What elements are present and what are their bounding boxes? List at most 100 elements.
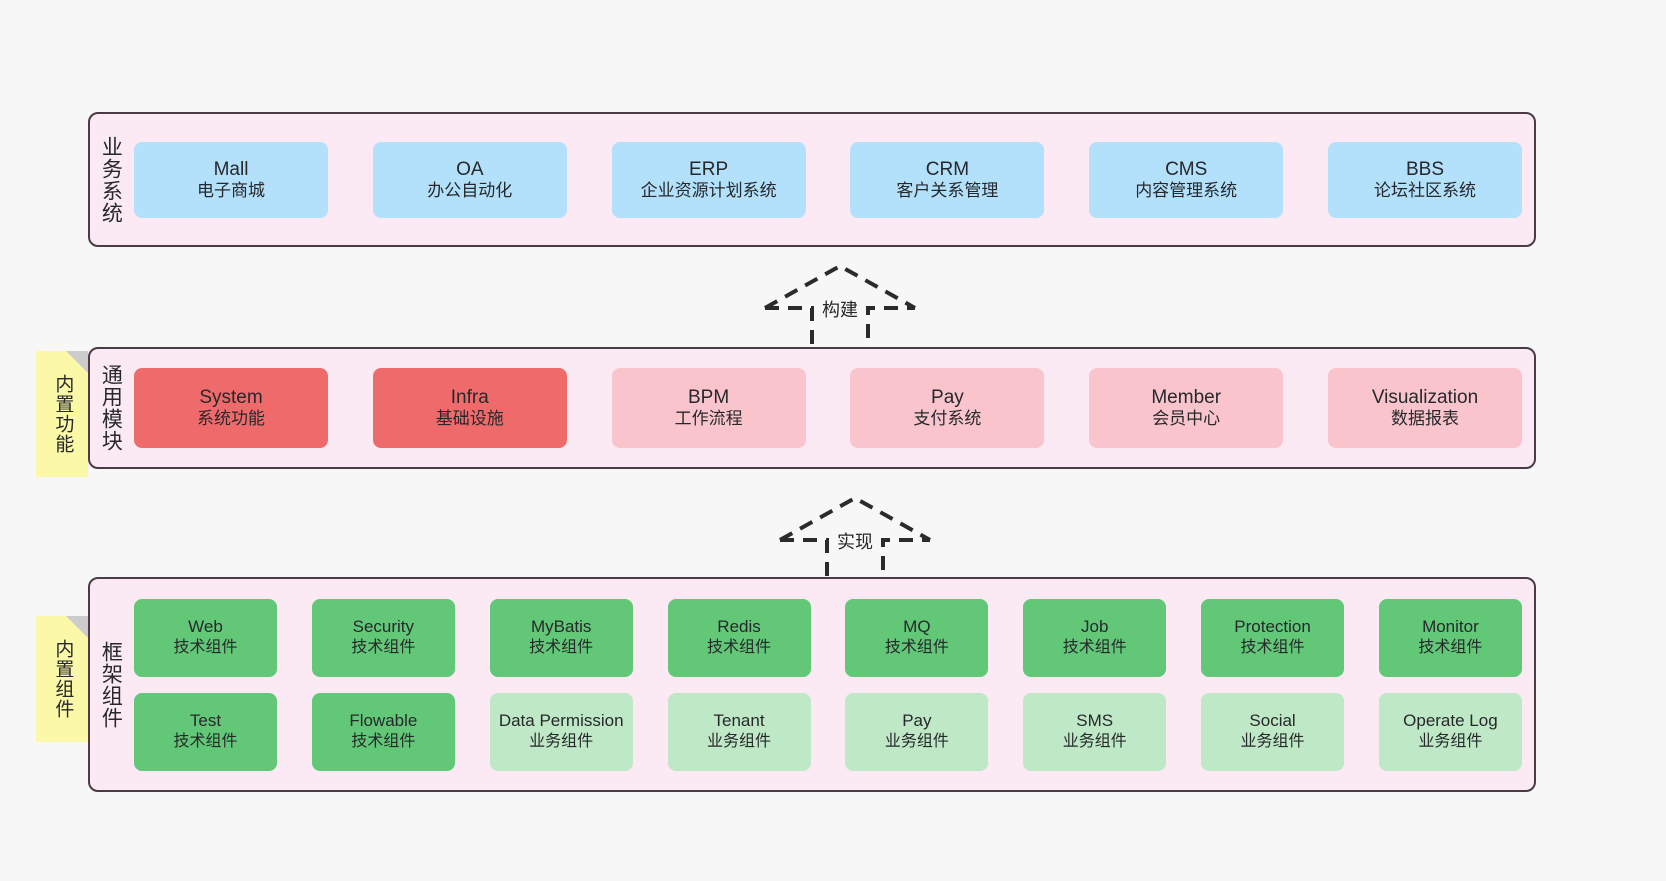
- node-subtitle: 技术组件: [884, 639, 949, 657]
- node-title: Monitor: [1422, 617, 1479, 637]
- node-operate-log[interactable]: Operate Log 业务组件: [1378, 692, 1522, 771]
- node-sms[interactable]: SMS 业务组件: [1023, 692, 1167, 771]
- node-visualization[interactable]: Visualization 数据报表: [1327, 368, 1522, 448]
- dashed-up-arrow-icon: [779, 495, 931, 586]
- node-subtitle: 业务组件: [1418, 733, 1483, 751]
- node-data-permission[interactable]: Data Permission 业务组件: [489, 692, 633, 771]
- layer-label-framework-components: 框架组件: [99, 640, 123, 729]
- node-title: Operate Log: [1403, 711, 1498, 731]
- node-title: MQ: [903, 617, 931, 637]
- node-row: Mall 电子商城 OA 办公自动化 ERP 企业资源计划系统 CRM 客户关系…: [134, 141, 1522, 218]
- layer-business-systems: 业务系统 Mall 电子商城 OA 办公自动化 ERP 企业资源计划系统 CRM…: [88, 112, 1536, 247]
- node-subtitle: 数据报表: [1390, 409, 1459, 429]
- sticky-note-label: 内置组件: [52, 639, 74, 719]
- layer-body-business-systems: Mall 电子商城 OA 办公自动化 ERP 企业资源计划系统 CRM 客户关系…: [130, 114, 1534, 245]
- node-subtitle: 业务组件: [884, 733, 949, 751]
- node-cms[interactable]: CMS 内容管理系统: [1089, 141, 1284, 218]
- node-subtitle: 系统功能: [197, 409, 265, 429]
- node-system[interactable]: System 系统功能: [134, 368, 328, 448]
- node-subtitle: 办公自动化: [427, 180, 513, 200]
- node-tenant[interactable]: Tenant 业务组件: [667, 692, 811, 771]
- node-oa[interactable]: OA 办公自动化: [372, 141, 567, 218]
- node-title: MyBatis: [530, 617, 592, 637]
- layer-framework-components: 框架组件 Web 技术组件 Security 技术组件 MyBatis 技术组件…: [88, 577, 1536, 792]
- page-fold-corner-icon: [66, 616, 88, 638]
- connector-build: 构建: [755, 258, 925, 354]
- node-title: Tenant: [713, 711, 765, 731]
- node-flowable[interactable]: Flowable 技术组件: [311, 692, 455, 771]
- node-subtitle: 技术组件: [707, 639, 772, 657]
- node-row: Test 技术组件 Flowable 技术组件 Data Permission …: [134, 692, 1522, 771]
- node-mall[interactable]: Mall 电子商城: [134, 141, 328, 218]
- node-row: System 系统功能 Infra 基础设施 BPM 工作流程 Pay 支付系统…: [134, 368, 1522, 448]
- layer-body-framework-components: Web 技术组件 Security 技术组件 MyBatis 技术组件 Redi…: [130, 579, 1534, 790]
- node-subtitle: 企业资源计划系统: [640, 180, 777, 200]
- node-job[interactable]: Job 技术组件: [1023, 598, 1167, 677]
- node-bbs[interactable]: BBS 论坛社区系统: [1327, 141, 1522, 218]
- node-title: Pay: [902, 711, 932, 731]
- node-title: CMS: [1165, 158, 1208, 180]
- node-web[interactable]: Web 技术组件: [134, 598, 277, 677]
- node-subtitle: 技术组件: [1062, 639, 1127, 657]
- node-mq[interactable]: MQ 技术组件: [845, 598, 989, 677]
- node-title: ERP: [689, 158, 729, 180]
- node-title: OA: [456, 158, 484, 180]
- node-protection[interactable]: Protection 技术组件: [1201, 598, 1345, 677]
- node-subtitle: 支付系统: [913, 409, 982, 429]
- layer-label-common-modules: 通用模块: [99, 364, 123, 452]
- node-subtitle: 基础设施: [435, 409, 504, 429]
- layer-common-modules: 通用模块 System 系统功能 Infra 基础设施 BPM 工作流程 Pay…: [88, 347, 1536, 469]
- node-subtitle: 电子商城: [197, 180, 265, 200]
- node-mybatis[interactable]: MyBatis 技术组件: [489, 598, 633, 677]
- node-subtitle: 客户关系管理: [896, 180, 999, 200]
- node-title: Test: [189, 711, 222, 731]
- node-title: CRM: [925, 158, 970, 180]
- node-subtitle: 业务组件: [1240, 733, 1305, 751]
- node-subtitle: 技术组件: [173, 639, 238, 657]
- node-title: Web: [188, 617, 223, 637]
- node-title: System: [199, 387, 263, 409]
- node-test[interactable]: Test 技术组件: [134, 692, 277, 771]
- node-subtitle: 内容管理系统: [1135, 180, 1238, 200]
- node-social[interactable]: Social 业务组件: [1201, 692, 1345, 771]
- node-title: Data Permission: [498, 711, 624, 731]
- node-title: Pay: [931, 387, 964, 409]
- node-pay[interactable]: Pay 支付系统: [850, 368, 1045, 448]
- node-title: Security: [352, 617, 415, 637]
- node-subtitle: 业务组件: [529, 733, 594, 751]
- layer-body-common-modules: System 系统功能 Infra 基础设施 BPM 工作流程 Pay 支付系统…: [130, 349, 1534, 467]
- node-monitor[interactable]: Monitor 技术组件: [1378, 598, 1522, 677]
- node-member[interactable]: Member 会员中心: [1089, 368, 1284, 448]
- node-title: Visualization: [1371, 387, 1479, 409]
- node-subtitle: 业务组件: [707, 733, 772, 751]
- layer-label-business-systems: 业务系统: [99, 135, 123, 224]
- node-title: Protection: [1234, 617, 1311, 637]
- page-fold-corner-icon: [66, 351, 88, 373]
- sticky-note-builtin-component: 内置组件: [36, 616, 88, 742]
- node-title: BPM: [688, 387, 730, 409]
- node-redis[interactable]: Redis 技术组件: [667, 598, 811, 677]
- node-subtitle: 技术组件: [351, 639, 416, 657]
- node-security[interactable]: Security 技术组件: [311, 598, 455, 677]
- node-subtitle: 会员中心: [1152, 409, 1221, 429]
- dashed-up-arrow-icon: [764, 263, 916, 354]
- node-subtitle: 技术组件: [1240, 639, 1305, 657]
- node-title: Member: [1151, 387, 1222, 409]
- node-title: Redis: [717, 617, 761, 637]
- sticky-note-label: 内置功能: [52, 374, 74, 454]
- node-row: Web 技术组件 Security 技术组件 MyBatis 技术组件 Redi…: [134, 598, 1522, 677]
- sticky-note-builtin-feature: 内置功能: [36, 351, 88, 477]
- node-title: Infra: [450, 387, 489, 409]
- node-subtitle: 技术组件: [529, 639, 594, 657]
- node-subtitle: 技术组件: [173, 733, 238, 751]
- node-bpm[interactable]: BPM 工作流程: [611, 368, 806, 448]
- node-pay-component[interactable]: Pay 业务组件: [845, 692, 989, 771]
- node-subtitle: 论坛社区系统: [1373, 180, 1476, 200]
- node-title: SMS: [1076, 711, 1114, 731]
- node-subtitle: 工作流程: [674, 409, 743, 429]
- node-title: Job: [1081, 617, 1109, 637]
- node-infra[interactable]: Infra 基础设施: [372, 368, 567, 448]
- node-erp[interactable]: ERP 企业资源计划系统: [611, 141, 806, 218]
- node-crm[interactable]: CRM 客户关系管理: [850, 141, 1045, 218]
